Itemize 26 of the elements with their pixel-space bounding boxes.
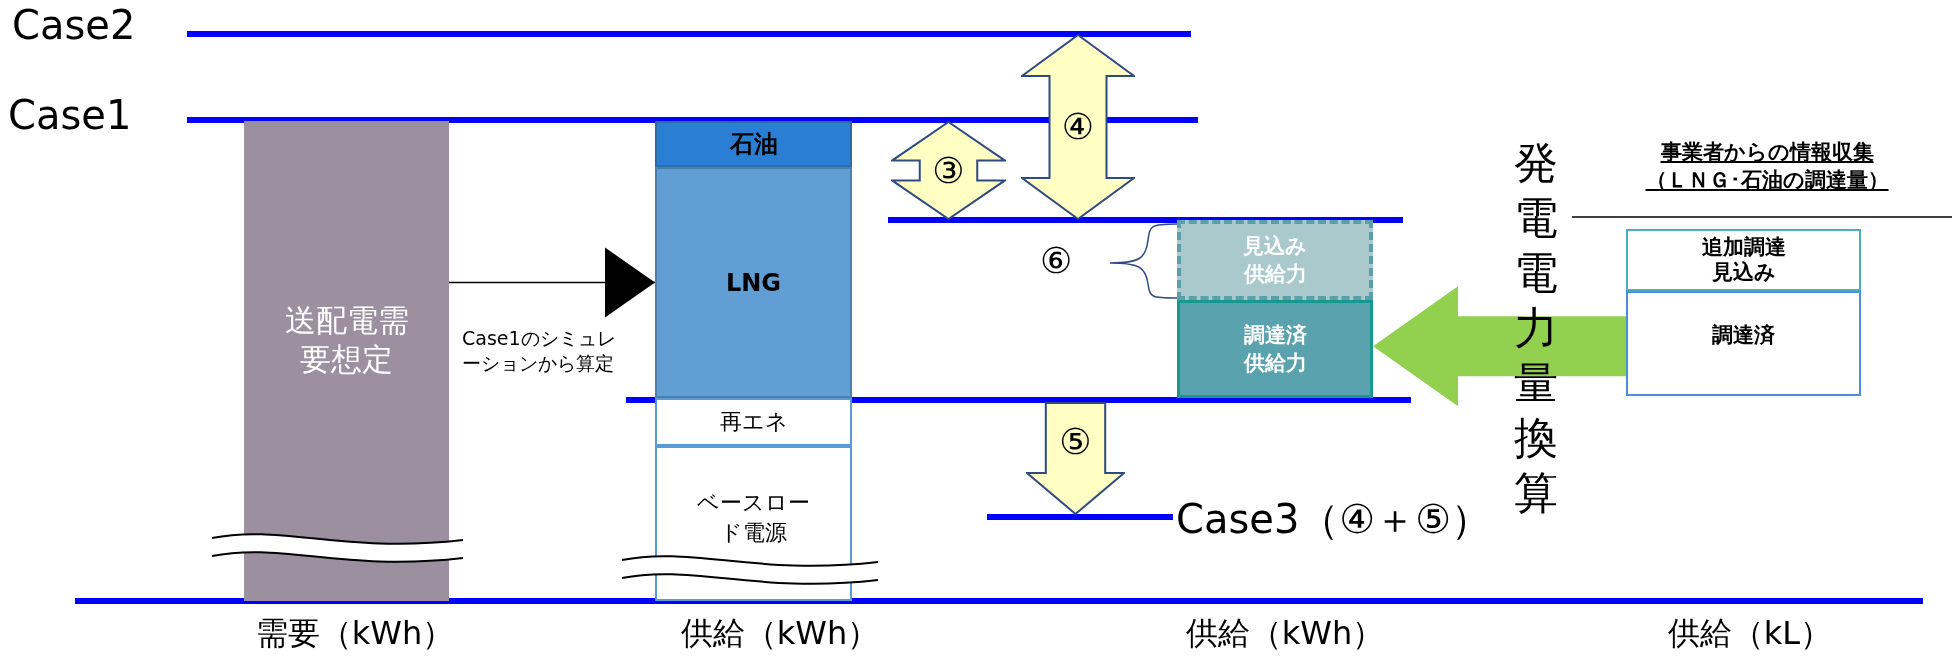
demand-bar: 送配電需要想定 xyxy=(244,121,449,601)
procured-box: 調達済 xyxy=(1626,291,1861,396)
circled-number: ⑤ xyxy=(1058,419,1093,464)
heading: 事業者からの情報収集（ＬＮＧ･石油の調達量） xyxy=(1644,139,1890,195)
axis-label: 供給（kWh） xyxy=(1184,613,1386,654)
circled-number: ⑥ xyxy=(1040,240,1073,281)
axis-label: 供給（kWh） xyxy=(679,613,881,654)
arrow xyxy=(448,247,656,318)
circled-number: ③ xyxy=(931,148,966,193)
circled-number: ④ xyxy=(1060,105,1096,149)
oil-segment: 石油 xyxy=(655,121,852,167)
renewable-segment: 再エネ xyxy=(655,398,852,446)
case-label: Case2 xyxy=(12,2,136,48)
additional-procurement-box: 追加調達見込み xyxy=(1626,229,1861,291)
expected-supply-box: 見込み供給力 xyxy=(1177,220,1373,300)
axis-label: 供給（kL） xyxy=(1666,613,1834,654)
axis-label: 需要（kWh） xyxy=(254,613,456,654)
edge-label: Case1のシミュレーションから算定 xyxy=(462,326,617,376)
block-arrow xyxy=(1373,286,1626,407)
procured-supply-box: 調達済供給力 xyxy=(1177,300,1373,398)
lng-segment: LNG xyxy=(655,167,852,398)
down-arrow-shape xyxy=(1026,402,1125,515)
case-label: Case3（④＋⑤） xyxy=(1176,495,1492,544)
double-arrow-shape xyxy=(891,121,1006,220)
double-arrow-shape xyxy=(1021,34,1135,220)
case-label: Case1 xyxy=(8,92,132,138)
